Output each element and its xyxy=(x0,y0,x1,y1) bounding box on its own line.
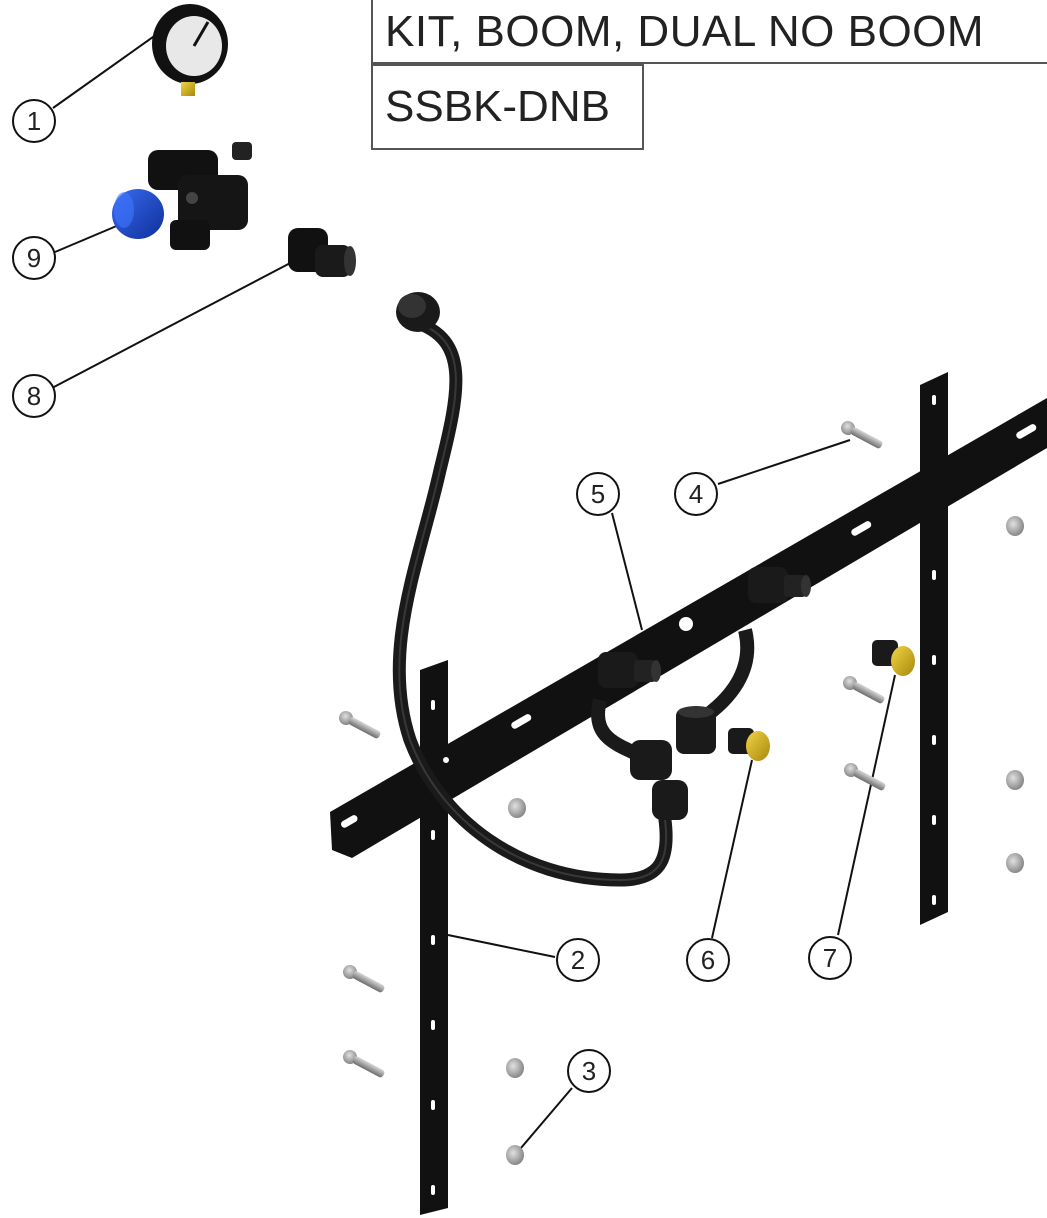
svg-text:1: 1 xyxy=(27,106,41,136)
pressure-gauge-1 xyxy=(152,4,228,96)
svg-text:2: 2 xyxy=(571,945,585,975)
svg-text:9: 9 xyxy=(27,243,41,273)
part-code: SSBK-DNB xyxy=(385,82,610,131)
boom-bar xyxy=(330,398,1047,858)
regulator-valve-9 xyxy=(112,142,252,250)
elbow-fitting-8 xyxy=(288,228,356,277)
callout-1: 1 xyxy=(12,99,56,143)
svg-text:3: 3 xyxy=(582,1056,596,1086)
vertical-bracket-left xyxy=(420,660,448,1215)
kit-title: KIT, BOOM, DUAL NO BOOM xyxy=(385,7,985,56)
callout-2: 2 xyxy=(556,938,600,982)
yellow-cap-6 xyxy=(728,728,770,761)
callout-9: 9 xyxy=(12,236,56,280)
callout-5: 5 xyxy=(576,472,620,516)
callout-4: 4 xyxy=(674,472,718,516)
svg-text:8: 8 xyxy=(27,381,41,411)
leader-lines xyxy=(51,31,896,1156)
callout-7: 7 xyxy=(808,936,852,980)
svg-text:5: 5 xyxy=(591,479,605,509)
callout-6: 6 xyxy=(686,938,730,982)
tee-fitting xyxy=(630,706,716,820)
callout-3: 3 xyxy=(567,1049,611,1093)
svg-text:4: 4 xyxy=(689,479,703,509)
bolts xyxy=(339,421,886,1078)
callout-8: 8 xyxy=(12,374,56,418)
svg-text:7: 7 xyxy=(823,943,837,973)
callouts: 1 9 8 5 4 2 6 7 xyxy=(12,99,852,1093)
svg-text:6: 6 xyxy=(701,945,715,975)
title-box: KIT, BOOM, DUAL NO BOOM xyxy=(371,0,1047,64)
vertical-bracket-right xyxy=(920,372,948,925)
yellow-cap-7 xyxy=(872,640,915,676)
part-code-box: SSBK-DNB xyxy=(371,64,644,150)
boom-nozzle-fittings xyxy=(598,567,811,688)
nuts xyxy=(506,516,1024,1165)
